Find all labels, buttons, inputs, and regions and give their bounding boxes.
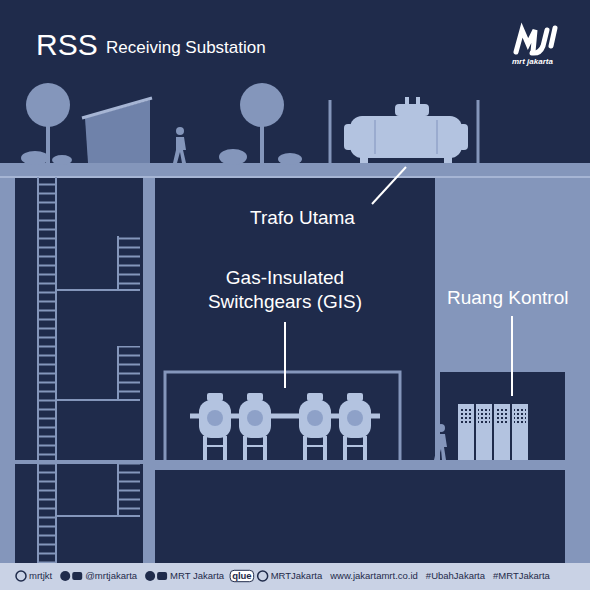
footer-hashtag: #MRTJakarta [493,570,550,581]
social-icon [258,571,268,581]
fence-post [477,100,480,163]
social-icon [16,571,26,581]
footer-url: www.jakartamrt.co.id [330,570,418,581]
shaft [15,177,143,563]
floor-slab [15,460,565,464]
footer-handle: MRT Jakarta [170,570,224,581]
social-icon [145,571,155,581]
fence-post [329,100,332,163]
leader-line [511,316,513,396]
footer-handle: @mrtjakarta [85,570,137,581]
main-transformer [344,97,468,163]
gis-hall [155,177,435,460]
footer-band [0,563,590,590]
callout-label: Trafo Utama [250,207,400,230]
footer-logo-text: qlue [232,570,252,581]
ladder [38,177,140,563]
ground-line [0,176,590,178]
callout-label: Ruang Kontrol [447,287,587,310]
leader-line [284,322,286,388]
qlue-badge [230,570,254,581]
social-icon [72,572,82,580]
footer-handle: mrtjkt [29,570,52,581]
social-icon [60,571,70,581]
footer-handle: MRTJakarta [271,570,323,581]
earth-wall [0,163,590,563]
callout-label: Gas-Insulated Switchgears (GIS) [185,266,385,314]
surface-scene [21,83,302,165]
operator-figure [434,424,447,460]
control-cabinets [458,404,528,460]
lower-level [155,470,565,563]
leader-line [372,167,406,204]
gis-enclosure [165,372,400,460]
gis-units [199,393,371,460]
footer-hashtag: #UbahJakarta [426,570,485,581]
subtitle: Receiving Substation [106,38,266,58]
control-room [440,372,565,460]
title: RSS [36,27,98,63]
logo-text: mrt jakarta [512,57,553,67]
social-icon [157,572,167,580]
mrt-logo-mark [516,28,555,53]
